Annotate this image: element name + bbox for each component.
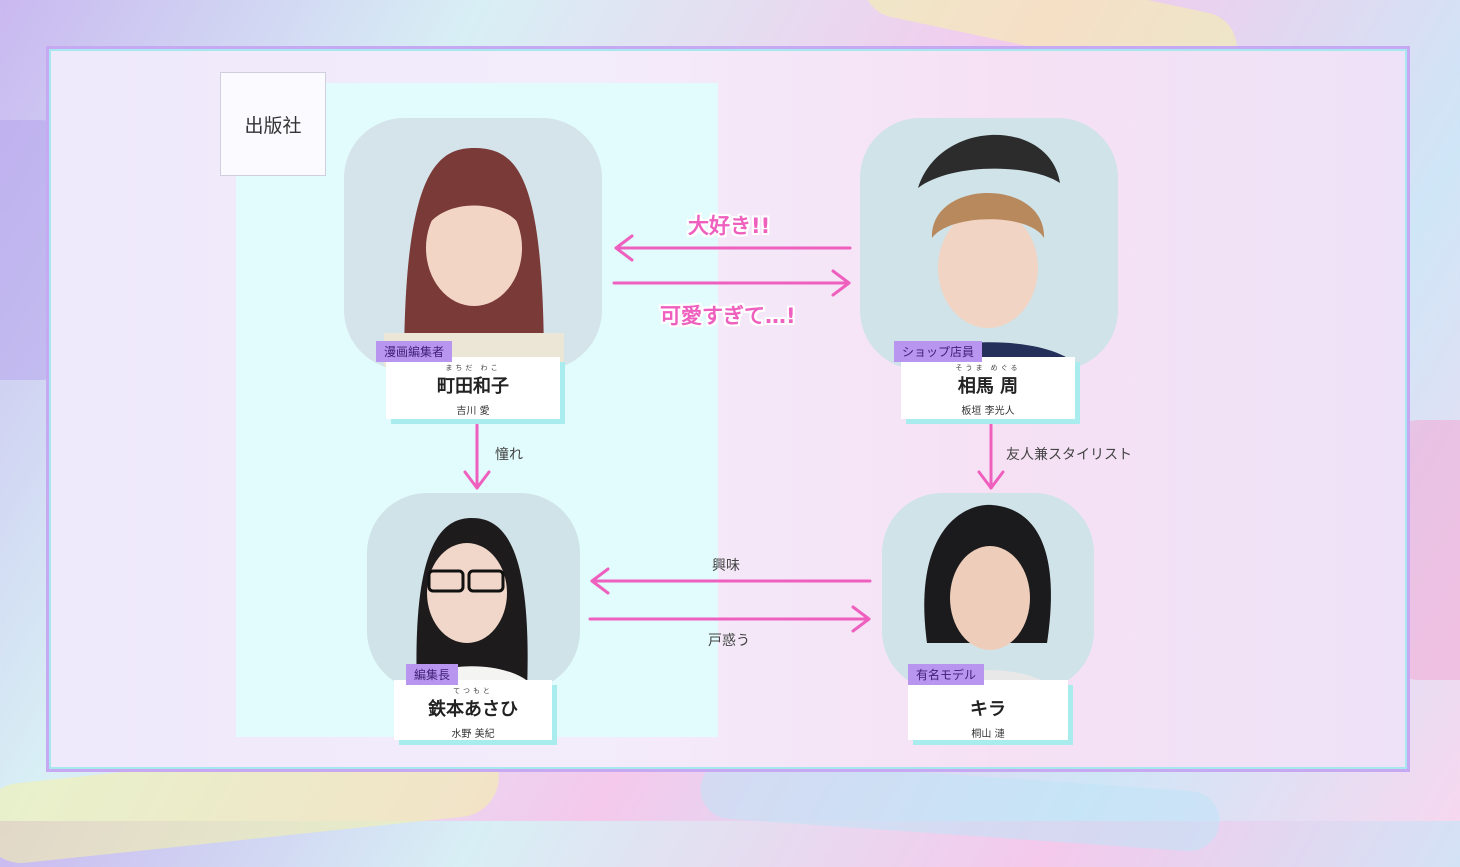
name-ruby: てつもと	[453, 687, 493, 695]
relation-label-tetsumoto-to-kira: 戸惑う	[708, 633, 750, 649]
character-name: 町田和子	[437, 376, 509, 397]
portrait-kira	[882, 493, 1094, 691]
relation-label-kira-to-tetsumoto: 興味	[712, 558, 740, 574]
character-name: 相馬 周	[957, 376, 1019, 397]
portrait-tetsumoto	[367, 493, 580, 691]
role-tag-souma: ショップ店員	[894, 341, 983, 362]
role-tag-machida: 漫画編集者	[376, 341, 453, 362]
actor-name: 桐山 漣	[971, 729, 1005, 740]
relation-label-machida-to-tetsumoto: 憧れ	[495, 447, 523, 463]
actor-name: 板垣 李光人	[961, 406, 1015, 417]
relation-arrows	[463, 234, 1005, 633]
relation-label-machida-to-souma: 可愛すぎて…!	[660, 304, 796, 328]
relation-label-souma-to-machida: 大好き!!	[688, 214, 771, 238]
character-name: 鉄本あさひ	[428, 699, 518, 720]
portrait-machida	[344, 118, 602, 370]
character-card-machida: まちだ わこ 町田和子 吉川 愛	[386, 357, 560, 419]
name-ruby: そうま めぐる	[955, 364, 1021, 372]
portrait-souma	[860, 118, 1118, 370]
portrait-souma-illustration	[900, 134, 1080, 370]
portrait-machida-illustration	[384, 148, 564, 370]
publisher-label: 出版社	[220, 72, 326, 176]
name-ruby: まちだ わこ	[445, 364, 501, 372]
role-tag-tetsumoto: 編集長	[406, 664, 459, 685]
role-tag-kira: 有名モデル	[908, 664, 985, 685]
character-card-kira: キラ 桐山 漣	[908, 680, 1068, 740]
character-card-tetsumoto: てつもと 鉄本あさひ 水野 美紀	[394, 680, 552, 740]
actor-name: 水野 美紀	[451, 729, 495, 740]
relation-label-souma-to-kira: 友人兼スタイリスト	[1006, 447, 1132, 463]
name-ruby	[908, 686, 1068, 695]
portrait-kira-illustration	[922, 504, 1057, 691]
character-name: キラ	[970, 699, 1006, 720]
portrait-tetsumoto-illustration	[407, 518, 537, 691]
character-card-souma: そうま めぐる 相馬 周 板垣 李光人	[901, 357, 1075, 419]
actor-name: 吉川 愛	[456, 406, 490, 417]
